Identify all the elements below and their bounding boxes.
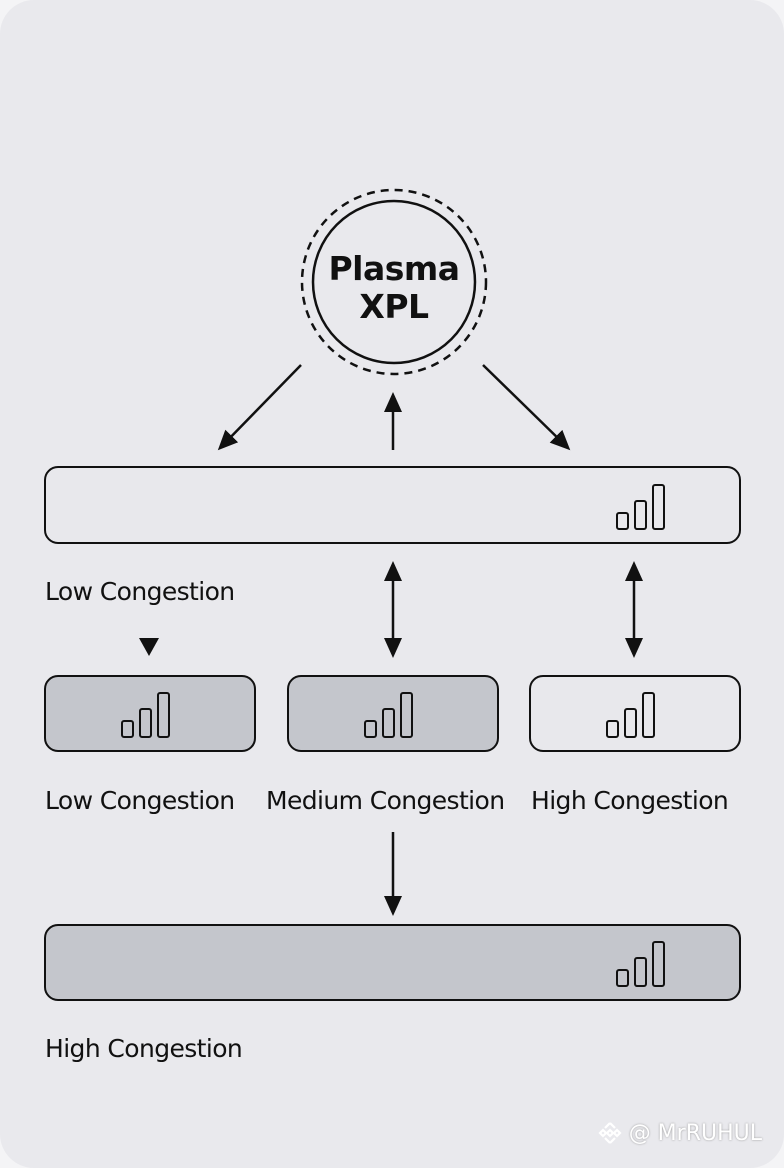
bottom-bar-label: High Congestion xyxy=(45,1034,243,1063)
signal-bars-icon xyxy=(121,692,170,738)
arrow-hub-to-right xyxy=(482,364,571,451)
hub-label-line2: XPL xyxy=(359,287,429,326)
arrow-hub-to-left xyxy=(217,364,302,451)
hub-label: Plasma XPL xyxy=(301,250,487,326)
hub-circle xyxy=(300,188,488,376)
watermark-text: @ MrRUHUL xyxy=(628,1120,762,1146)
tier-box-medium xyxy=(287,675,499,752)
signal-bars-icon xyxy=(616,941,665,987)
bottom-congestion-bar xyxy=(44,924,741,1001)
signal-bars-icon xyxy=(364,692,413,738)
hub-label-line1: Plasma xyxy=(328,249,460,288)
top-congestion-bar xyxy=(44,466,741,544)
tier-label-low: Low Congestion xyxy=(45,786,235,815)
arrow-down-small xyxy=(139,638,159,656)
watermark: @ MrRUHUL xyxy=(597,1120,762,1146)
tier-label-high: High Congestion xyxy=(531,786,729,815)
signal-bars-icon xyxy=(606,692,655,738)
tier-label-medium: Medium Congestion xyxy=(266,786,505,815)
binance-logo-icon xyxy=(598,1122,622,1144)
tier-box-low xyxy=(44,675,256,752)
tier-box-high xyxy=(529,675,741,752)
signal-bars-icon xyxy=(616,484,665,530)
hub-dashed-ring xyxy=(300,188,488,376)
hub-inner-ring xyxy=(311,199,477,365)
top-bar-label: Low Congestion xyxy=(45,577,235,606)
